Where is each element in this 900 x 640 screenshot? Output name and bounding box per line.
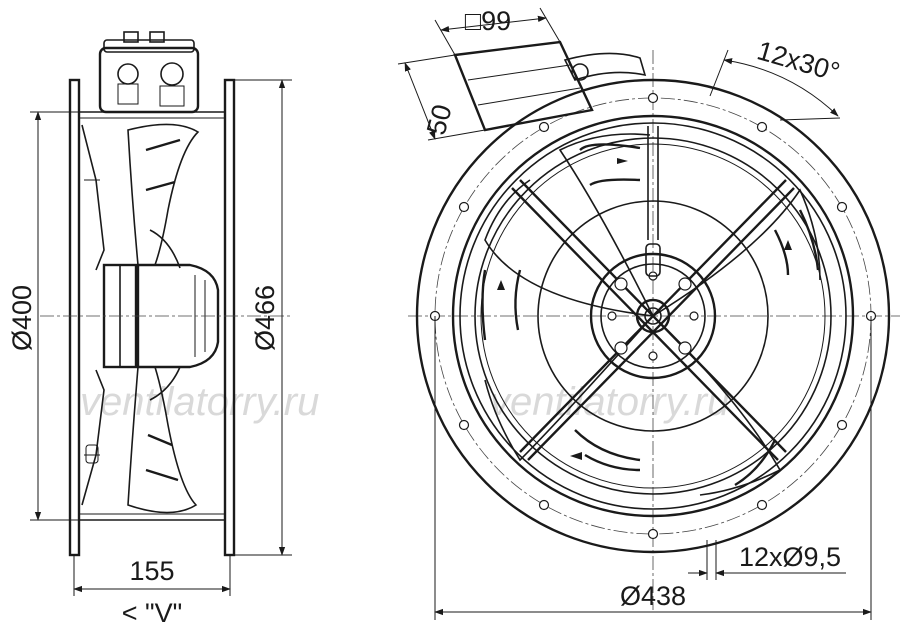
dim-hole-spacing: 12x30° [754,35,843,87]
dim-box-height: 50 [421,101,458,138]
watermark-right: ventilatorry.ru [490,380,729,424]
dim-box-width: □99 [465,6,511,36]
mounting-holes [429,92,877,540]
dim-holes: 12xØ9,5 [739,542,841,572]
motor-hub-front [589,243,717,380]
impeller-blades-side [127,123,200,514]
dim-pitch-diameter: Ø438 [620,581,686,611]
flange-outer-ring [415,78,891,554]
view-label: < "V" [122,598,182,628]
dim-depth: 155 [129,556,174,586]
dim-inner-diameter: Ø400 [7,285,37,351]
side-view: Ø400 Ø466 155 < "V" [7,31,292,628]
front-flange [68,78,81,557]
impeller-blades-front [481,133,821,496]
front-view: □99 50 12x30° 12xØ9,5 Ø438 [397,6,900,620]
dim-outer-diameter: Ø466 [250,285,280,351]
guard-outer-ring [474,137,832,495]
rear-flange [223,78,236,557]
rotation-arrows [497,158,792,460]
housing-ring [451,114,855,518]
guard-struts [511,126,795,461]
terminal-box-front [453,40,647,132]
terminal-box-side [98,31,200,114]
guard-inner-ring [537,200,769,432]
watermark-left: ventilatorry.ru [80,380,319,424]
